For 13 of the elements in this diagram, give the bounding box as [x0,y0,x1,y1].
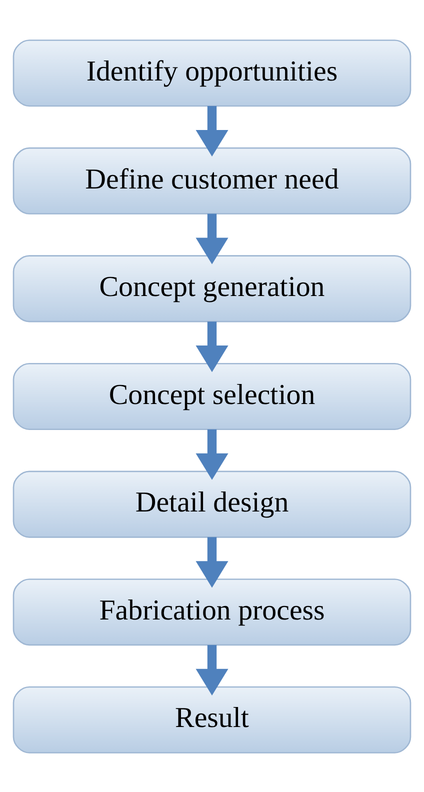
node-box: Concept generation [12,254,412,322]
node-box: Fabrication process [12,578,412,646]
arrow [196,536,228,588]
arrow [196,213,228,264]
arrow [196,105,228,156]
node-box: Define customer need [12,146,412,214]
node-box: Identify opportunities [12,39,412,106]
node-box: Concept selection [12,362,412,430]
arrow [196,428,228,480]
arrow [196,644,228,695]
node-box: Detail design [12,470,412,538]
node-box: Result [12,686,412,753]
arrow [196,321,228,372]
